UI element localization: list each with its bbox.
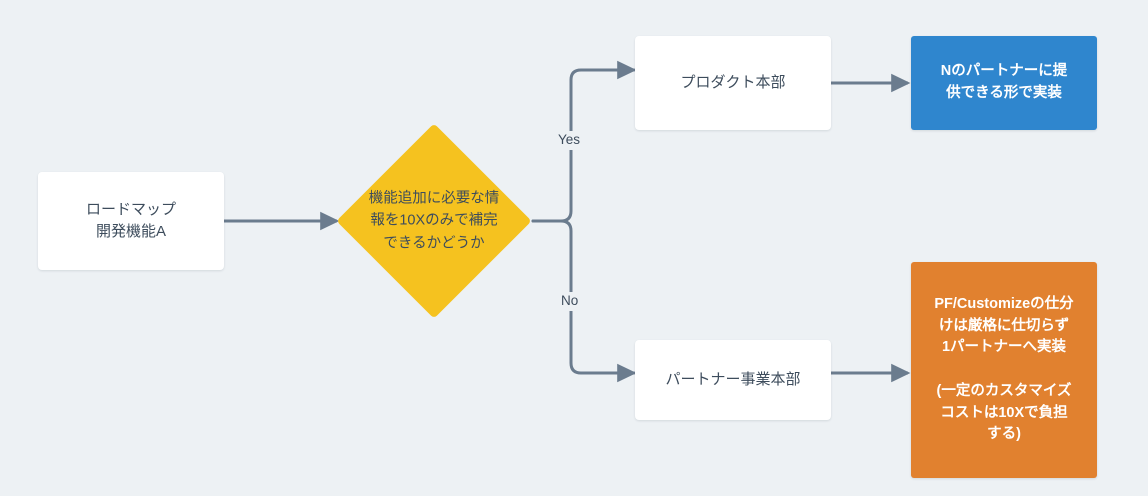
edge-label-yes: Yes: [553, 131, 586, 150]
node-outcome-single-partner-customize[interactable]: PF/Customizeの仕分 けは厳格に仕切らず 1パートナーへ実装 (一定の…: [911, 262, 1097, 478]
node-partner-division-label: パートナー事業本部: [665, 370, 801, 388]
node-product-division-label: プロダクト本部: [680, 73, 786, 91]
edge-decision-to-partner: [531, 219, 637, 383]
node-roadmap-feature-a-label: ロードマップ 開発機能A: [85, 200, 176, 241]
node-product-division[interactable]: プロダクト本部: [635, 36, 831, 130]
node-roadmap-feature-a[interactable]: ロードマップ 開発機能A: [38, 172, 224, 270]
edge-label-no: No: [556, 292, 584, 311]
node-outcome-orange-label: PF/Customizeの仕分 けは厳格に仕切らず 1パートナーへ実装 (一定の…: [934, 295, 1074, 443]
node-decision-label: 機能追加に必要な情 報を10Xのみで補完 できるかどうか: [368, 190, 500, 252]
node-decision-can-10x-complete-info[interactable]: 機能追加に必要な情 報を10Xのみで補完 できるかどうか: [336, 123, 532, 319]
node-partner-division[interactable]: パートナー事業本部: [635, 340, 831, 420]
node-outcome-blue-label: Nのパートナーに提 供できる形で実装: [940, 63, 1068, 101]
node-outcome-implement-for-n-partners[interactable]: Nのパートナーに提 供できる形で実装: [911, 36, 1097, 130]
